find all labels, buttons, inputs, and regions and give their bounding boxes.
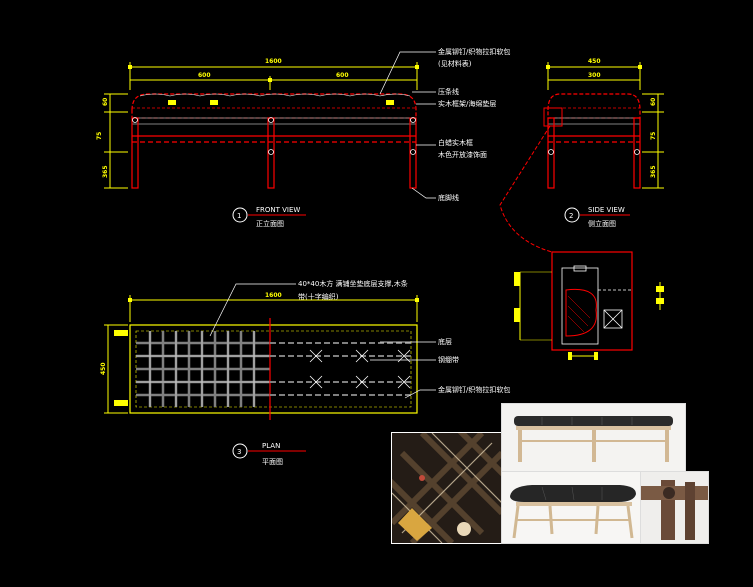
plan-view-number: 3 — [237, 448, 241, 456]
photo-joint-detail — [640, 471, 709, 544]
front-overall-dim: 1600 — [265, 58, 282, 65]
photo-bench-front — [501, 403, 686, 473]
front-callout-6: 木色开放漆饰面 — [438, 150, 487, 159]
side-view-number: 2 — [569, 212, 573, 220]
front-view: 1600 600 600 60 75 365 — [96, 47, 510, 228]
side-view-title: 侧立面图 — [588, 219, 616, 228]
side-view: 450 300 60 75 365 2 SIDE VIEW 侧立面图 — [499, 58, 664, 253]
plan-callout-1: 40*40木方 满铺坐垫底层支撑,木条 — [298, 279, 408, 288]
plan-view-title: 平面图 — [262, 458, 283, 466]
plan-callout-3: 底层 — [438, 337, 452, 346]
front-callout-5: 白蜡实木框 — [438, 138, 473, 147]
photo-woven-underside — [391, 432, 503, 544]
plan-callout-5: 金属铆钉/织物拉扣软包 — [438, 385, 510, 394]
photo-bench-perspective — [501, 471, 642, 544]
front-callout-1: 金属铆钉/织物拉扣软包 — [438, 47, 510, 56]
front-view-number: 1 — [237, 212, 241, 220]
front-callout-7: 底脚线 — [438, 193, 459, 202]
front-view-title: 正立面图 — [256, 219, 284, 228]
side-view-title-code: SIDE VIEW — [588, 206, 625, 214]
plan-view: 1600 450 — [100, 279, 510, 466]
front-height-dim-2: 75 — [96, 132, 103, 140]
section-detail — [514, 251, 664, 360]
bench-front-image — [502, 404, 685, 472]
plan-side-dim: 450 — [100, 362, 107, 375]
front-callout-2: (见材料表) — [438, 59, 472, 68]
plan-view-title-code: PLAN — [262, 442, 280, 450]
bench-perspective-image — [502, 472, 641, 543]
plan-overall-dim: 1600 — [265, 292, 282, 299]
plan-callout-2: 带(十字编织) — [298, 292, 339, 301]
side-height-dim-3: 365 — [650, 165, 657, 178]
side-sub-dim: 300 — [588, 72, 601, 79]
side-height-dim-1: 60 — [650, 98, 657, 106]
front-height-dim-3: 365 — [102, 165, 109, 178]
side-height-dim-2: 75 — [650, 132, 657, 140]
joint-detail-image — [641, 472, 708, 543]
front-sub-dim-right: 600 — [336, 72, 349, 79]
front-view-title-code: FRONT VIEW — [256, 206, 300, 214]
front-callout-3: 压条线 — [438, 87, 459, 96]
front-callout-4: 实木框架/海绵垫层 — [438, 99, 496, 108]
front-sub-dim-left: 600 — [198, 72, 211, 79]
woven-underside-image — [392, 433, 502, 543]
side-overall-dim: 450 — [588, 58, 601, 65]
plan-callout-4: 钢绷带 — [438, 355, 459, 364]
front-height-dim-1: 60 — [102, 98, 109, 106]
